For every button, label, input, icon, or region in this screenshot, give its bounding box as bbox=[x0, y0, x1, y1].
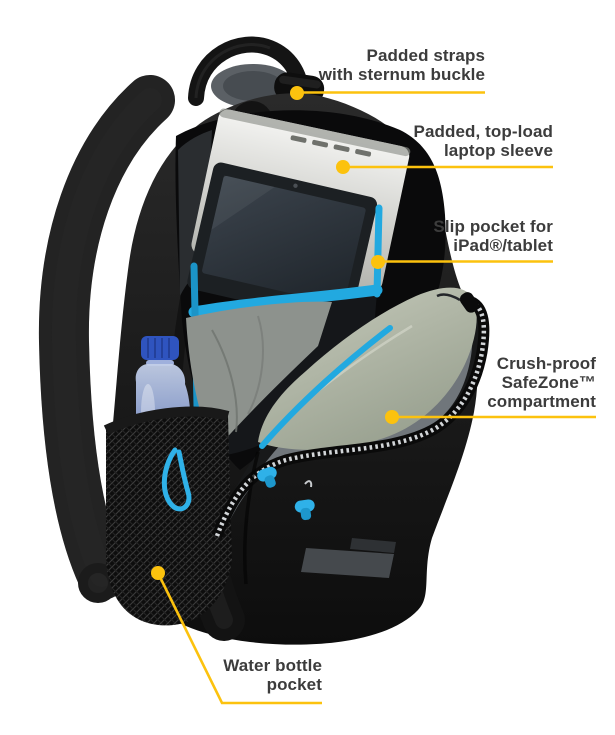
callout-dot-water-bottle bbox=[151, 566, 165, 580]
laptop-vents bbox=[290, 135, 372, 157]
zipper bbox=[211, 292, 490, 538]
callout-text-line: compartment bbox=[487, 392, 596, 411]
callout-dot-laptop-sleeve bbox=[336, 160, 350, 174]
callout-text-line: pocket bbox=[266, 675, 322, 694]
blue-zipper-loop bbox=[161, 447, 192, 512]
callout-dot-safezone bbox=[385, 410, 399, 424]
callout-text-line: iPad®/tablet bbox=[453, 236, 553, 255]
flap-blue-trim bbox=[259, 325, 393, 449]
callout-line-water-bottle bbox=[156, 572, 322, 705]
callout-text-line: Padded, top-load bbox=[413, 122, 553, 141]
callout-text-line: SafeZone™ bbox=[501, 373, 596, 392]
callout-dot-slip-pocket bbox=[371, 255, 385, 269]
reflective-strip bbox=[301, 548, 394, 578]
callout-text-line: with sternum buckle bbox=[318, 65, 485, 84]
lash-slot bbox=[350, 538, 396, 553]
mesh-pocket bbox=[103, 406, 232, 626]
callout-text-line: Water bottle bbox=[223, 656, 322, 675]
callout-water-bottle-pocket: Water bottle pocket bbox=[223, 656, 322, 694]
top-handle bbox=[188, 36, 309, 106]
callout-dots bbox=[151, 86, 399, 580]
callout-text-line: Slip pocket for bbox=[433, 217, 553, 236]
callout-dot-padded-straps bbox=[290, 86, 304, 100]
callout-text-line: laptop sleeve bbox=[443, 141, 553, 160]
front-flap bbox=[211, 287, 490, 540]
callout-text-line: Padded straps bbox=[366, 46, 485, 65]
callout-slip-pocket: Slip pocket for iPad®/tablet bbox=[433, 217, 553, 255]
callout-lines bbox=[156, 91, 596, 705]
zipper-slider bbox=[459, 292, 479, 313]
callout-laptop-sleeve: Padded, top-load laptop sleeve bbox=[414, 122, 553, 160]
callout-safezone: Crush-proof SafeZone™ compartment bbox=[487, 354, 596, 411]
callout-padded-straps: Padded straps with sternum buckle bbox=[319, 46, 485, 84]
blue-zipper-pulls bbox=[257, 466, 315, 521]
front-panel-details bbox=[243, 451, 396, 585]
callout-text-line: Crush-proof bbox=[496, 354, 596, 373]
tablet bbox=[187, 162, 378, 324]
front-seam bbox=[243, 451, 260, 585]
